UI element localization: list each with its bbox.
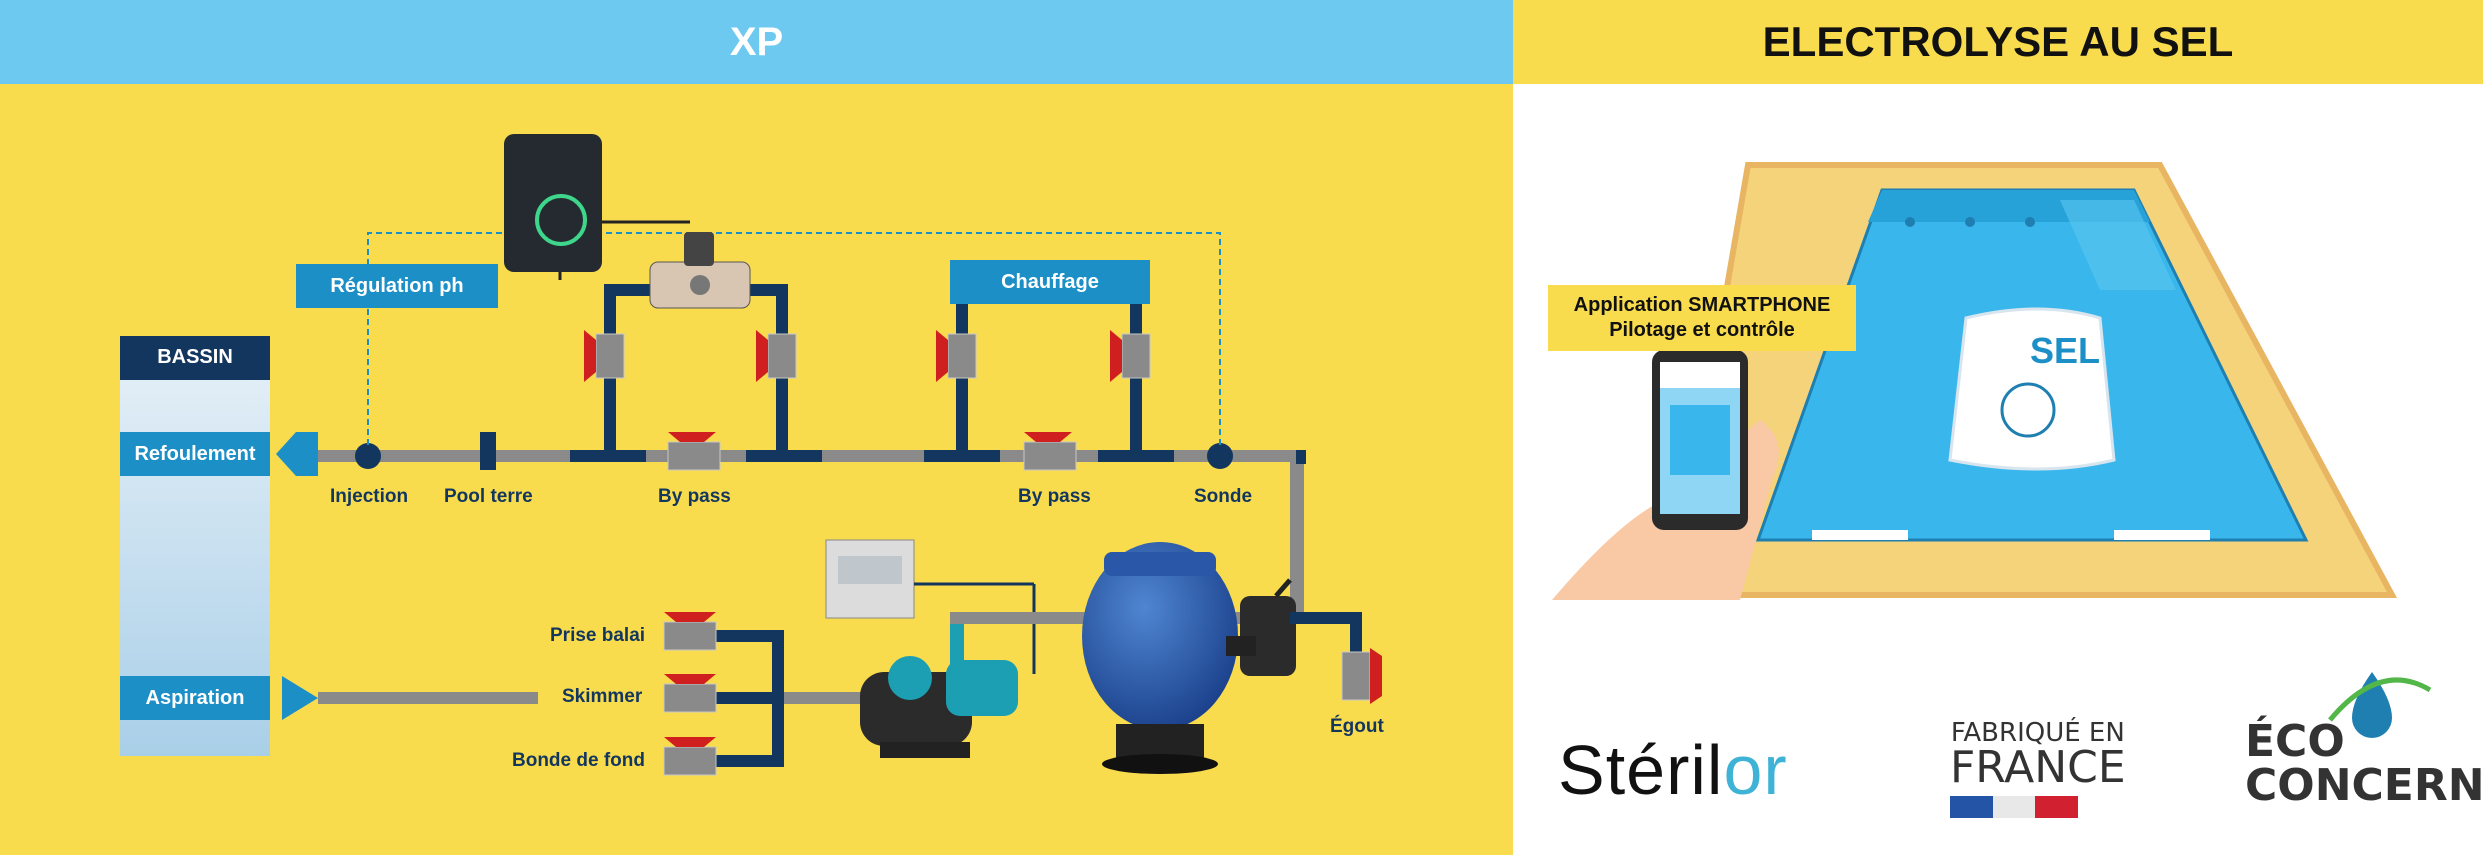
valve-ph-left (584, 330, 625, 382)
chauffage-box: Chauffage (950, 260, 1150, 304)
riser-pipe (1290, 450, 1304, 620)
sterilor-logo: Stérilor (1558, 731, 1788, 809)
valve-bypass-1 (667, 432, 721, 471)
french-flag (1950, 796, 2079, 818)
salt-bag-label: SEL (2030, 330, 2101, 371)
aspiration-band (120, 676, 270, 720)
refoulement-arrow (276, 432, 318, 476)
smartphone-hand (1552, 350, 1779, 600)
refoulement-label: Refoulement (134, 443, 256, 465)
xp-title: XP (0, 0, 1513, 84)
eco-concerne-logo: ÉCO CONCERNÉ (2245, 716, 2483, 811)
sonde-label: Sonde (1194, 486, 1253, 507)
bonde-label: Bonde de fond (512, 750, 645, 771)
refoulement-band (120, 432, 270, 476)
electrical-cabinet (825, 539, 1036, 674)
valve-bonde (663, 737, 717, 776)
multiport-valve (1226, 578, 1296, 676)
aspiration-pipe (318, 692, 538, 704)
injection-point (355, 443, 381, 469)
bassin-header (120, 336, 270, 380)
regulation-ph-box: Régulation ph (296, 264, 498, 308)
aspiration-label: Aspiration (145, 687, 245, 709)
by-pass-2-label: By pass (1018, 486, 1091, 507)
ph-controller-device (504, 134, 690, 280)
valve-skimmer (663, 674, 717, 713)
pool-terre-point (480, 432, 496, 470)
salt-bag (1948, 307, 2116, 471)
valve-prise-balai (663, 612, 717, 651)
pool-terre-label: Pool terre (444, 486, 533, 507)
valve-heat-left (936, 330, 977, 382)
aspiration-arrow (282, 676, 318, 720)
egout-label: Égout (1330, 716, 1384, 737)
valve-ph-right (756, 330, 797, 382)
smartphone-app-box: Application SMARTPHONE Pilotage et contr… (1548, 285, 1856, 351)
pump (860, 656, 1018, 758)
ph-injector-valve (649, 232, 751, 309)
by-pass-1-label: By pass (658, 486, 731, 507)
sonde-point (1207, 443, 1233, 469)
injection-label: Injection (330, 486, 409, 507)
app-line-2: Pilotage et contrôle (1609, 319, 1795, 341)
app-line-1: Application SMARTPHONE (1573, 294, 1831, 316)
valve-bypass-2 (1023, 432, 1077, 471)
valve-heat-right (1110, 330, 1151, 382)
prise-balai-label: Prise balai (550, 625, 646, 646)
fabrique-en-france-logo: FABRIQUÉ EN FRANCE (1950, 720, 2126, 818)
control-dashed-line (367, 232, 1221, 445)
bassin-title: BASSIN (157, 346, 233, 368)
sand-filter (1082, 542, 1238, 774)
electrolyse-title: ELECTROLYSE AU SEL (1513, 0, 2483, 84)
electrolyse-panel: ELECTROLYSE AU SEL (1513, 0, 2483, 855)
skimmer-label: Skimmer (562, 686, 643, 707)
valve-egout (1341, 648, 1382, 704)
